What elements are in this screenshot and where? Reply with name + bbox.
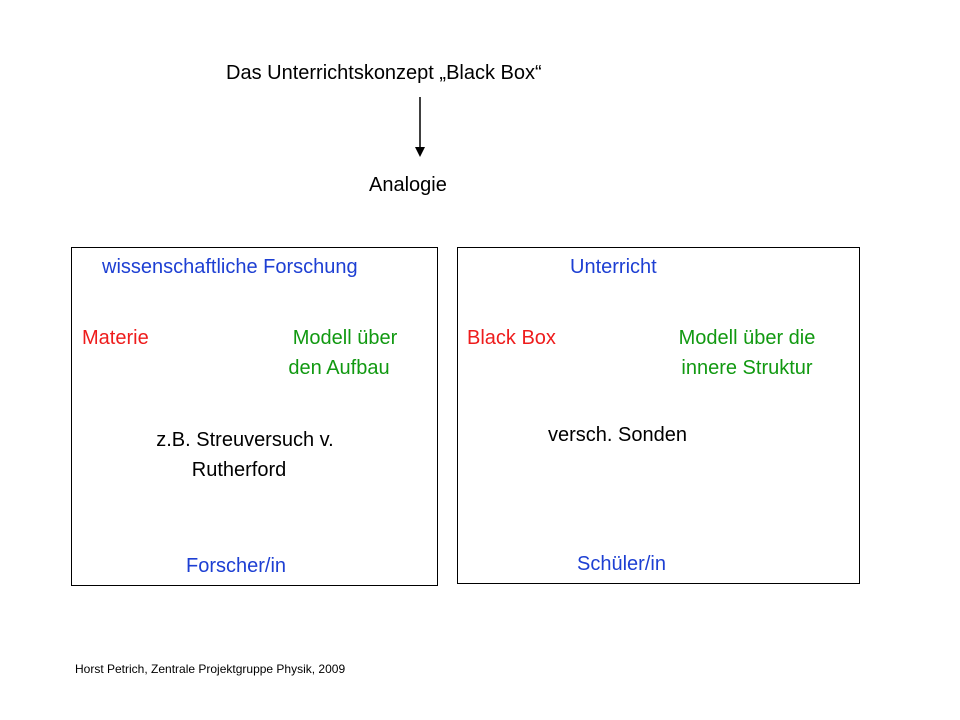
matter-label: Materie xyxy=(82,327,149,349)
example-line2: Rutherford xyxy=(191,459,287,481)
research-box xyxy=(71,247,438,586)
example-line1: z.B. Streuversuch v. xyxy=(156,429,334,451)
researcher-label: Forscher/in xyxy=(185,555,287,577)
footer-credit: Horst Petrich, Zentrale Projektgruppe Ph… xyxy=(75,662,346,676)
structure-model-label-line2: den Aufbau xyxy=(288,357,390,379)
black-box-label: Black Box xyxy=(467,327,556,349)
inner-model-label-line1: Modell über die xyxy=(678,327,816,349)
teaching-heading: Unterricht xyxy=(570,256,657,278)
analogy-label: Analogie xyxy=(369,174,447,196)
teaching-box xyxy=(457,247,860,584)
structure-model-label-line1: Modell über xyxy=(292,327,398,349)
inner-model-label-line2: innere Struktur xyxy=(681,357,813,379)
student-label: Schüler/in xyxy=(577,553,666,575)
probes-label: versch. Sonden xyxy=(548,424,687,446)
slide-title: Das Unterrichtskonzept „Black Box“ xyxy=(226,62,542,84)
research-heading: wissenschaftliche Forschung xyxy=(102,256,358,278)
